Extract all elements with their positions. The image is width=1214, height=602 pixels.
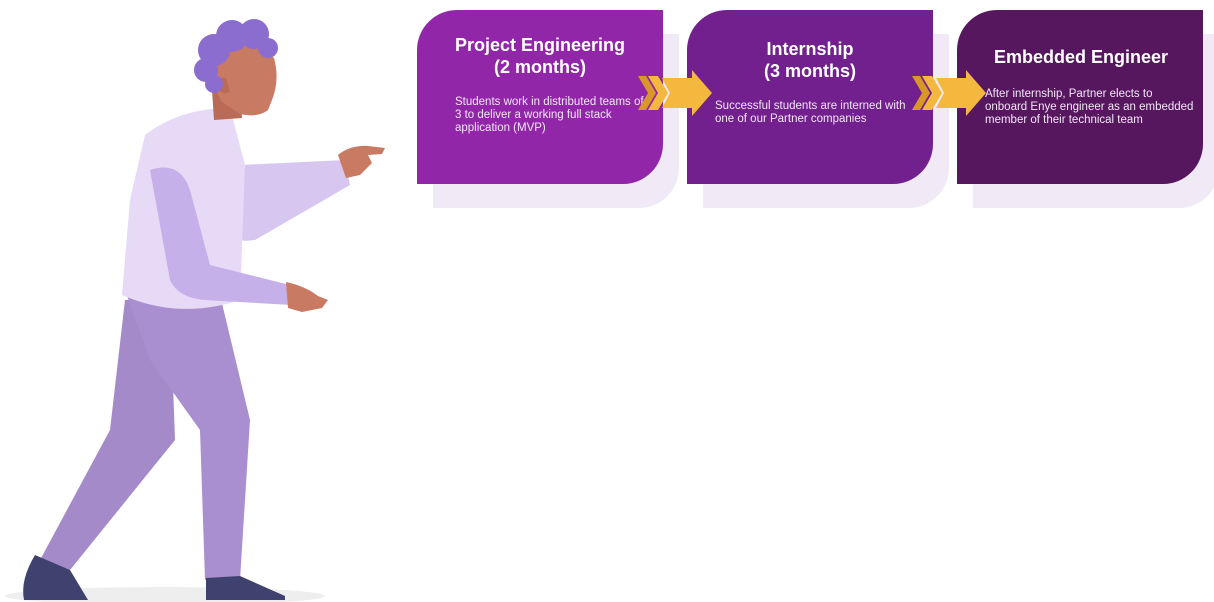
person-illustration <box>5 19 385 602</box>
step-card: Embedded Engineer After internship, Part… <box>957 10 1203 184</box>
chevron-arrow-right-icon <box>638 70 712 116</box>
step-description: After internship, Partner elects to onbo… <box>985 88 1194 126</box>
step-card: Internship (3 months) Successful student… <box>687 10 933 184</box>
step-project-engineering: Project Engineering (2 months) Students … <box>417 10 679 208</box>
step-description: Students work in distributed teams of 3 … <box>455 96 644 134</box>
back-leg <box>40 300 175 570</box>
step-title: Embedded Engineer <box>993 47 1169 67</box>
front-leg <box>125 290 250 580</box>
step-card: Project Engineering (2 months) Students … <box>417 10 663 184</box>
step-title: Internship (3 months) <box>764 39 856 81</box>
back-shoe <box>23 555 88 600</box>
step-title: Project Engineering (2 months) <box>454 35 626 77</box>
lower-hand <box>286 282 328 312</box>
front-arm <box>150 167 292 305</box>
step-embedded-engineer: Embedded Engineer After internship, Part… <box>957 10 1214 208</box>
step-description: Successful students are interned with on… <box>715 100 906 125</box>
raised-hand <box>338 145 385 178</box>
front-shoe <box>206 576 285 600</box>
chevron-arrow-right-icon <box>912 70 986 116</box>
face <box>212 45 277 116</box>
step-internship: Internship (3 months) Successful student… <box>687 10 949 208</box>
hair <box>194 19 278 93</box>
